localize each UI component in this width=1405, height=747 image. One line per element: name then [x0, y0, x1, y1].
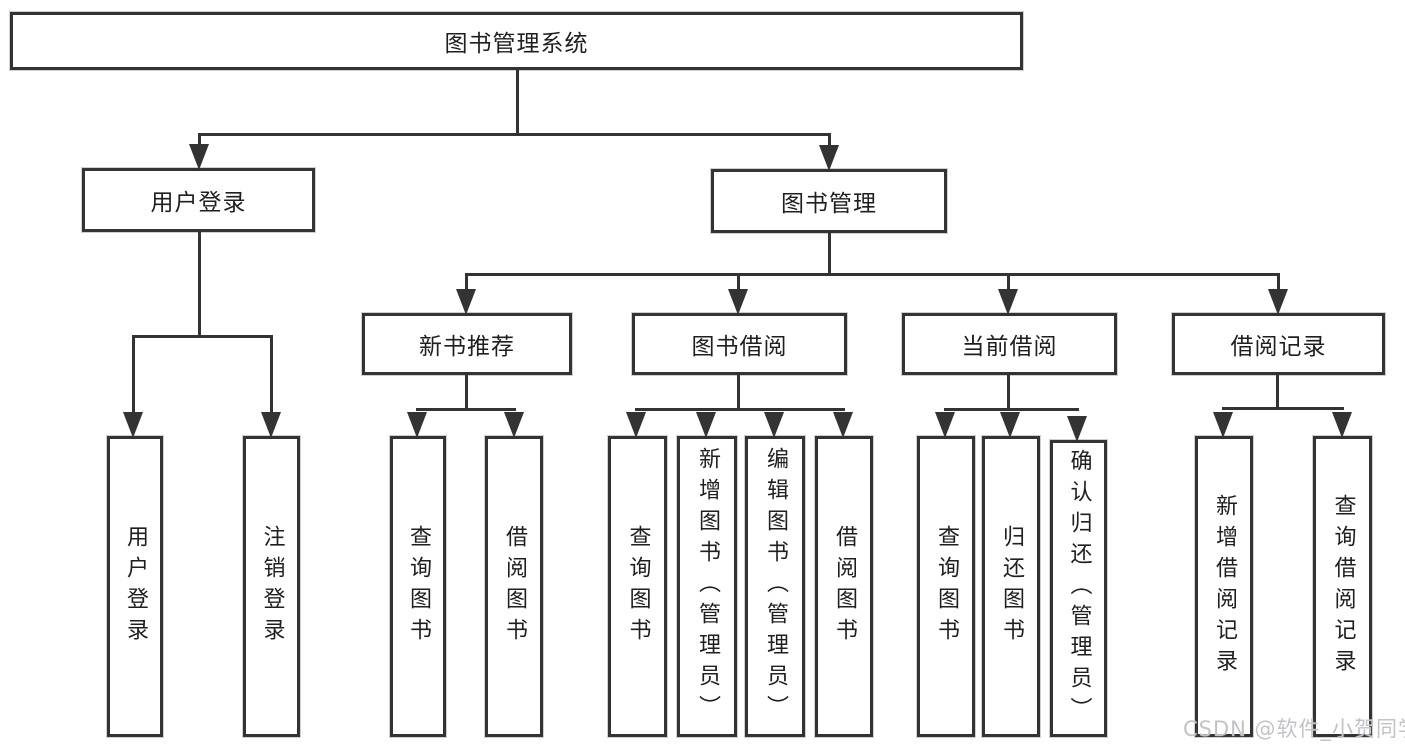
node-label: 图书管理 — [781, 191, 877, 217]
connector-new-book-recommend-bus — [416, 408, 516, 411]
connector-book-management-stem — [828, 232, 831, 276]
connector-to-current-borrowing — [1007, 273, 1010, 292]
node-label: 借阅图书 — [502, 524, 527, 649]
leaf-query-books-current: 查询图书 — [917, 436, 975, 737]
connector-to-user-login — [198, 133, 201, 149]
node-label: 确认归还（管理员） — [1066, 449, 1092, 728]
connector-to-book-borrowing — [737, 273, 740, 292]
connector-to-leaf-user-login — [132, 335, 135, 415]
arrowhead-query-books-recommend-icon — [407, 412, 427, 438]
leaf-add-book-admin: 新增图书（管理员） — [677, 436, 737, 737]
leaf-query-books-recommend: 查询图书 — [390, 436, 446, 737]
node-label: 借阅图书 — [832, 524, 857, 649]
arrowhead-query-books-borrowing-icon — [626, 412, 646, 438]
watermark-csdn: CSDN @软件_小贺同学 — [1183, 717, 1405, 741]
arrowhead-query-borrow-record-icon — [1332, 412, 1352, 438]
leaf-edit-book-admin: 编辑图书（管理员） — [745, 436, 805, 737]
node-user-login: 用户登录 — [82, 168, 315, 232]
node-current-borrowing: 当前借阅 — [902, 313, 1117, 375]
arrowhead-current-borrowing-icon — [998, 289, 1018, 315]
leaf-query-borrow-record: 查询借阅记录 — [1313, 436, 1372, 737]
connector-new-book-recommend-stem — [465, 374, 468, 411]
node-label: 注销登录 — [259, 524, 285, 649]
node-label: 编辑图书（管理员） — [763, 447, 788, 726]
arrowhead-add-borrow-record-icon — [1213, 412, 1233, 438]
connector-borrowing-records-bus — [1222, 407, 1344, 410]
node-new-book-recommend: 新书推荐 — [362, 313, 572, 375]
connector-root-stem — [516, 70, 519, 136]
leaf-query-books-borrowing: 查询图书 — [608, 436, 667, 737]
leaf-borrow-books-recommend: 借阅图书 — [485, 436, 543, 737]
connector-level2-bus — [198, 133, 831, 136]
node-label: 当前借阅 — [961, 334, 1058, 360]
node-label: 查询图书 — [934, 524, 959, 649]
connector-user-login-bus — [132, 335, 273, 338]
connector-book-borrowing-stem — [737, 374, 740, 411]
connector-to-new-book-recommend — [465, 273, 468, 292]
node-label: 查询借阅记录 — [1330, 493, 1356, 680]
leaf-add-borrow-record: 新增借阅记录 — [1195, 436, 1253, 737]
arrowhead-book-borrowing-icon — [728, 289, 748, 315]
node-label: 新增图书（管理员） — [695, 447, 720, 726]
node-book-borrowing: 图书借阅 — [632, 313, 847, 375]
arrowhead-return-books-icon — [1000, 412, 1020, 438]
node-label: 用户登录 — [123, 524, 148, 649]
connector-to-book-management — [828, 133, 831, 149]
arrowhead-leaf-user-login-icon — [123, 412, 143, 438]
node-label: 查询图书 — [625, 524, 651, 649]
arrowhead-edit-book-admin-icon — [764, 412, 784, 438]
connector-book-borrowing-bus — [635, 408, 845, 411]
arrowhead-add-book-admin-icon — [696, 412, 716, 438]
connector-to-leaf-logout — [270, 335, 273, 415]
arrowhead-leaf-logout-icon — [261, 412, 281, 438]
node-borrowing-records: 借阅记录 — [1172, 313, 1385, 375]
arrowhead-new-book-recommend-icon — [456, 289, 476, 315]
node-label: 用户登录 — [150, 190, 247, 216]
connector-current-borrowing-bus — [944, 408, 1079, 411]
arrowhead-borrow-books-borrowing-icon — [833, 412, 853, 438]
connector-user-login-stem — [198, 231, 201, 338]
connector-borrowing-records-stem — [1276, 374, 1279, 410]
node-library-management-system: 图书管理系统 — [10, 12, 1023, 70]
leaf-borrow-books-borrowing: 借阅图书 — [815, 436, 873, 737]
node-label: 新书推荐 — [419, 334, 515, 360]
arrowhead-query-books-current-icon — [935, 412, 955, 438]
node-label: 借阅记录 — [1230, 334, 1327, 360]
connector-level3-bus — [465, 273, 1280, 276]
leaf-return-books: 归还图书 — [982, 436, 1040, 737]
node-label: 新增借阅记录 — [1212, 493, 1237, 680]
arrowhead-confirm-return-admin-icon — [1067, 416, 1087, 442]
node-label: 归还图书 — [999, 524, 1024, 649]
node-label: 图书管理系统 — [444, 31, 589, 57]
leaf-user-login: 用户登录 — [107, 436, 163, 737]
node-label: 查询图书 — [406, 524, 431, 649]
connector-current-borrowing-stem — [1007, 374, 1010, 411]
node-label: 图书借阅 — [691, 334, 788, 360]
leaf-logout: 注销登录 — [243, 436, 300, 737]
arrowhead-borrowing-records-icon — [1268, 289, 1288, 315]
arrowhead-user-login-icon — [189, 144, 209, 170]
arrowhead-book-management-icon — [819, 145, 839, 171]
node-book-management: 图书管理 — [711, 169, 947, 233]
leaf-confirm-return-admin: 确认归还（管理员） — [1050, 440, 1107, 737]
arrowhead-borrow-books-recommend-icon — [504, 412, 524, 438]
connector-to-borrowing-records — [1277, 273, 1280, 292]
